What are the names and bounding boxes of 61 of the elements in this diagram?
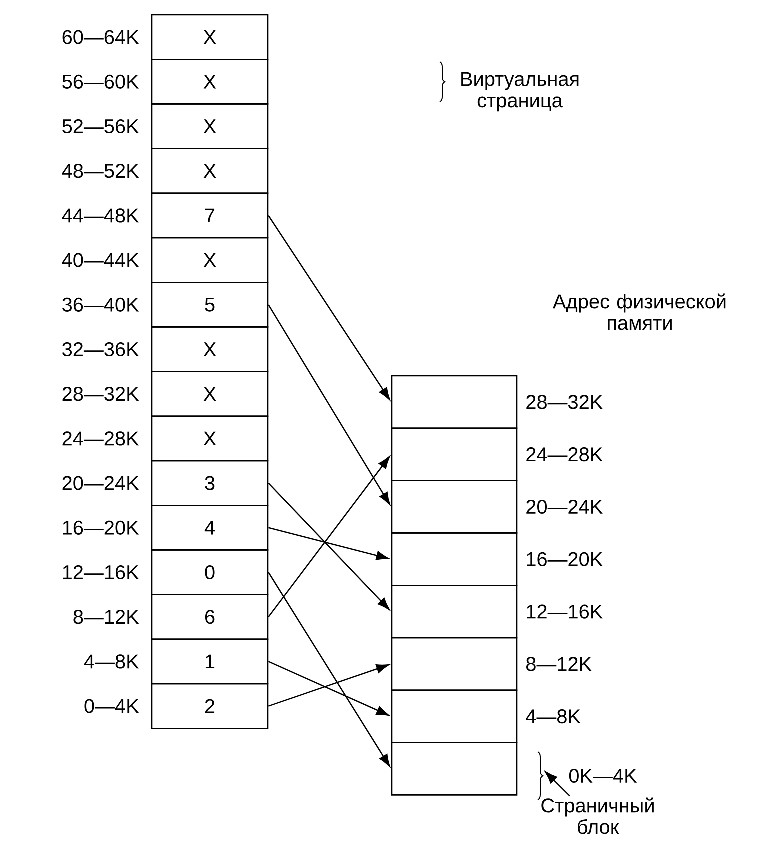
- page-cell: X: [151, 104, 269, 150]
- page-frame-cell: [391, 584, 518, 639]
- address-label: 12—16K: [527, 604, 603, 619]
- caption: Страничный блок: [542, 798, 654, 834]
- arrow: [268, 664, 390, 707]
- arrow: [268, 661, 390, 716]
- page-frame-cell: [391, 375, 518, 430]
- address-label: 4—8K: [84, 654, 140, 669]
- page-frame-cell: [391, 532, 518, 586]
- page-cell: X: [151, 14, 269, 60]
- address-label: 4—8K: [526, 710, 581, 724]
- address-label: 20—24K: [526, 500, 603, 514]
- address-label: 0K—4K: [569, 768, 638, 784]
- page-cell: 1: [151, 638, 269, 685]
- page-cell: 3: [151, 460, 269, 506]
- page-cell: 6: [151, 594, 269, 640]
- arrow: [268, 482, 390, 610]
- address-label: 48—52K: [62, 164, 140, 178]
- address-label: 32—36K: [62, 342, 140, 357]
- page-frame-cell: [391, 480, 518, 534]
- leader-line: [545, 771, 570, 797]
- page-cell: X: [151, 58, 269, 105]
- address-label: 20—24K: [62, 476, 140, 490]
- page-cell: X: [151, 326, 269, 372]
- page-frame-cell: [391, 428, 518, 482]
- page-cell: 7: [151, 192, 269, 239]
- page-cell: X: [151, 148, 269, 194]
- arrow: [268, 215, 390, 400]
- address-label: 8—12K: [74, 610, 140, 624]
- page-cell: X: [151, 416, 269, 462]
- page-cell: X: [151, 237, 269, 284]
- page-cell: 5: [151, 282, 269, 328]
- brace: [538, 752, 544, 800]
- arrow: [268, 572, 390, 768]
- page-cell: X: [151, 371, 269, 418]
- page-frame-cell: [391, 742, 518, 796]
- address-label: 16—20K: [527, 552, 603, 566]
- page-cell: 0: [151, 550, 269, 596]
- address-label: 16—20K: [63, 520, 140, 535]
- address-label: 28—32K: [62, 387, 140, 402]
- arrow: [268, 456, 390, 618]
- arrow: [268, 527, 390, 560]
- arrow: [268, 304, 390, 506]
- caption: Виртуальная страница: [462, 72, 579, 112]
- page-frame-cell: [391, 690, 518, 744]
- address-label: 40—44K: [62, 253, 140, 268]
- address-label: 36—40K: [62, 298, 140, 312]
- page-cell: 2: [151, 683, 269, 730]
- address-label: 28—32K: [526, 395, 603, 410]
- caption: Адрес физической памяти: [553, 294, 726, 330]
- address-label: 60—64K: [62, 30, 140, 44]
- address-label: 52—56K: [62, 119, 140, 134]
- address-label: 24—28K: [62, 432, 140, 446]
- address-label: 24—28K: [526, 448, 603, 462]
- page-frame-cell: [391, 637, 518, 692]
- address-label: 56—60K: [62, 74, 140, 89]
- address-label: 44—48K: [62, 208, 140, 223]
- address-label: 12—16K: [63, 565, 140, 580]
- address-label: 0—4K: [84, 699, 140, 714]
- page-cell: 4: [151, 504, 269, 551]
- address-label: 8—12K: [526, 657, 592, 672]
